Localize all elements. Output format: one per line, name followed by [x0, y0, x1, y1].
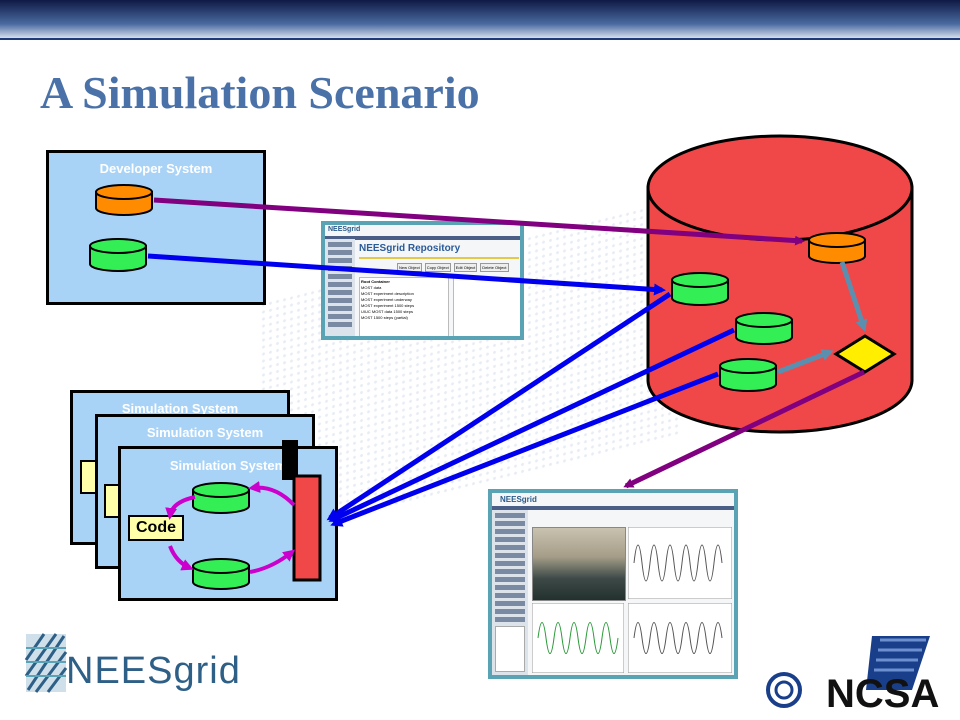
simulation-system-label: Simulation System: [169, 458, 287, 473]
top-banner: [0, 0, 960, 40]
ncsa-logo-text: NCSA: [826, 672, 940, 716]
tree-item[interactable]: MOST 1500 steps (partial): [361, 315, 408, 320]
teal-arrow-orange-to-diamond: [839, 261, 868, 332]
teal-arrow-green-to-diamond: [777, 349, 834, 375]
yellow-diamond: [833, 334, 897, 374]
sim-red-bar: [292, 474, 322, 582]
repository-title: NEESgrid Repository: [359, 243, 461, 254]
delete-object-button[interactable]: Delete Object: [480, 263, 509, 272]
developer-system-label: Developer System: [99, 161, 213, 176]
repository-info-panel: [453, 277, 520, 336]
blue-arrow-repo-to-sim-3: [330, 371, 719, 527]
repo-green-cylinder-3: [719, 358, 777, 392]
blue-arrow-repo-to-sim-1: [326, 291, 672, 521]
viewer-plot-bottom-left: [532, 603, 624, 673]
sim-green-cylinder-bottom: [192, 558, 250, 590]
code-box: Code: [128, 515, 184, 541]
tree-item[interactable]: MOST data: [361, 285, 382, 290]
repository-nav: [325, 239, 355, 336]
neesgrid-logo-graphic: [24, 633, 68, 693]
purple-arrow-dev-to-repo: [153, 197, 805, 246]
repo-green-cylinder-1: [671, 272, 729, 306]
repo-green-cylinder-2: [735, 312, 793, 345]
viewer-screenshot-logo: NEESgrid: [500, 495, 537, 504]
blue-arrow-dev-to-repo: [147, 253, 666, 296]
sim-green-cylinder-top: [192, 482, 250, 514]
top-banner-line: [0, 38, 960, 40]
tree-item[interactable]: MOST experiment 1500 steps: [361, 303, 415, 308]
cycle-arrow-right: [248, 481, 296, 507]
viewer-video-frame: [532, 527, 626, 601]
viewer-plot-bottom-right: [628, 603, 732, 673]
blue-arrow-repo-to-sim-2: [328, 327, 736, 523]
developer-system-box: Developer System: [46, 150, 266, 305]
ncsa-logo-graphic: [766, 636, 930, 708]
tree-item[interactable]: MOST experiment description: [361, 291, 414, 296]
neesgrid-logo-text: NEESgrid: [66, 650, 241, 692]
cycle-arrow-left: [168, 545, 194, 571]
copy-object-button[interactable]: Copy Object: [424, 263, 451, 272]
simulation-system-label: Simulation System: [121, 401, 239, 416]
developer-green-cylinder: [89, 238, 147, 272]
cycle-arrow-bottom: [249, 549, 296, 574]
purple-arrow-repo-to-viewer: [623, 369, 866, 489]
tree-item[interactable]: MOST experiment underway: [361, 297, 412, 302]
viewer-nav: [492, 510, 528, 675]
repository-tree: Root Container MOST data MOST experiment…: [359, 277, 449, 336]
repository-screenshot-logo: NEESgrid: [328, 226, 361, 233]
edit-object-button[interactable]: Edit Object: [453, 263, 478, 272]
tree-item[interactable]: UIUC MOST data 1500 steps: [361, 309, 413, 314]
developer-orange-cylinder: [95, 184, 153, 216]
repo-orange-cylinder: [808, 232, 866, 264]
cycle-arrow-top: [165, 495, 196, 520]
viewer-plot-top-right: [628, 527, 732, 599]
simulation-system-label: Simulation System: [146, 425, 264, 440]
viewer-screenshot: NEESgrid: [488, 489, 738, 679]
tree-root[interactable]: Root Container: [361, 279, 390, 284]
sim-red-bar-back: [282, 440, 298, 480]
slide-title: A Simulation Scenario: [40, 67, 480, 118]
